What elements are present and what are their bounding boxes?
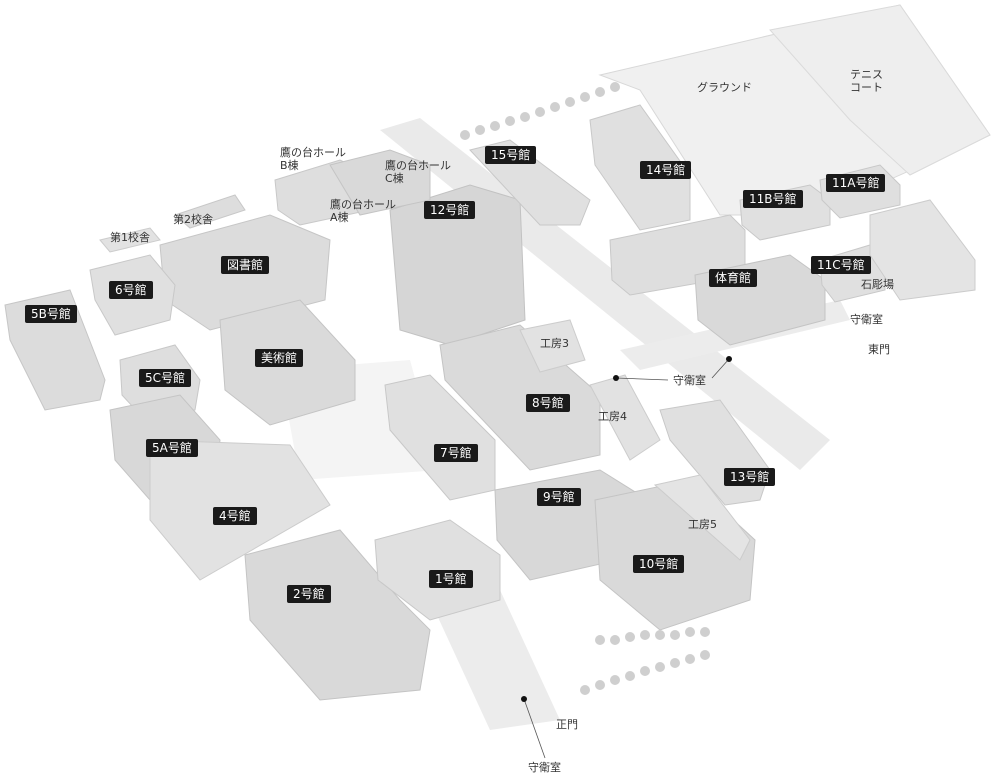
ground-label: グラウンド xyxy=(697,81,752,94)
building-2 xyxy=(244,529,431,701)
building-1-label[interactable]: 1号館 xyxy=(429,570,473,588)
tennis-court-field xyxy=(769,4,991,176)
art-museum-label[interactable]: 美術館 xyxy=(255,349,304,367)
road-south xyxy=(430,590,560,730)
building-12 xyxy=(389,184,526,346)
guard-east-label: 守衛室 xyxy=(850,313,883,326)
sculpture-yard-label: 石彫場 xyxy=(861,278,894,291)
building-9-label[interactable]: 9号館 xyxy=(537,488,581,506)
building-11c-label[interactable]: 11C号館 xyxy=(811,256,871,274)
kobo5-label: 工房5 xyxy=(688,518,717,531)
building-14-label[interactable]: 14号館 xyxy=(640,161,692,179)
guard-main-dot xyxy=(521,696,527,702)
building-school2 xyxy=(174,194,246,229)
kobo4-label: 工房4 xyxy=(598,410,627,423)
building-kobo5 xyxy=(653,474,751,561)
building-7-label[interactable]: 7号館 xyxy=(434,444,478,462)
tennis-court-label: テニスコート xyxy=(850,68,883,94)
leader-guard-east xyxy=(711,358,730,379)
building-sculpture-yard xyxy=(869,199,976,301)
building-school1 xyxy=(99,227,161,253)
school1-label: 第1校舎 xyxy=(110,231,150,244)
building-11b-label[interactable]: 11B号館 xyxy=(743,190,803,208)
main-gate-label: 正門 xyxy=(556,718,578,731)
building-11a-label[interactable]: 11A号館 xyxy=(826,174,886,192)
building-5a-label[interactable]: 5A号館 xyxy=(146,439,198,457)
building-13-label[interactable]: 13号館 xyxy=(724,468,776,486)
building-15-label[interactable]: 15号館 xyxy=(485,146,537,164)
guard-center-label: 守衛室 xyxy=(673,374,706,387)
kobo3-label: 工房3 xyxy=(540,337,569,350)
guard-main-label: 守衛室 xyxy=(528,761,561,774)
building-hall-c xyxy=(329,149,431,216)
building-12-label[interactable]: 12号館 xyxy=(424,201,476,219)
building-5c-label[interactable]: 5C号館 xyxy=(139,369,192,387)
east-gate-label: 東門 xyxy=(868,343,890,356)
school2-label: 第2校舎 xyxy=(173,213,213,226)
leader-guard-center xyxy=(615,377,669,381)
tree-rows xyxy=(460,82,710,695)
guard-center-dot xyxy=(613,375,619,381)
gym-label[interactable]: 体育館 xyxy=(709,269,758,287)
building-4-label[interactable]: 4号館 xyxy=(213,507,257,525)
guard-east-dot xyxy=(726,356,732,362)
building-kobo3 xyxy=(519,319,586,373)
building-6-label[interactable]: 6号館 xyxy=(109,281,153,299)
building-10-label[interactable]: 10号館 xyxy=(633,555,685,573)
library-label[interactable]: 図書館 xyxy=(221,256,270,274)
building-2-label[interactable]: 2号館 xyxy=(287,585,331,603)
leader-guard-main xyxy=(523,698,546,759)
building-5b-label[interactable]: 5B号館 xyxy=(25,305,77,323)
building-8-label[interactable]: 8号館 xyxy=(526,394,570,412)
